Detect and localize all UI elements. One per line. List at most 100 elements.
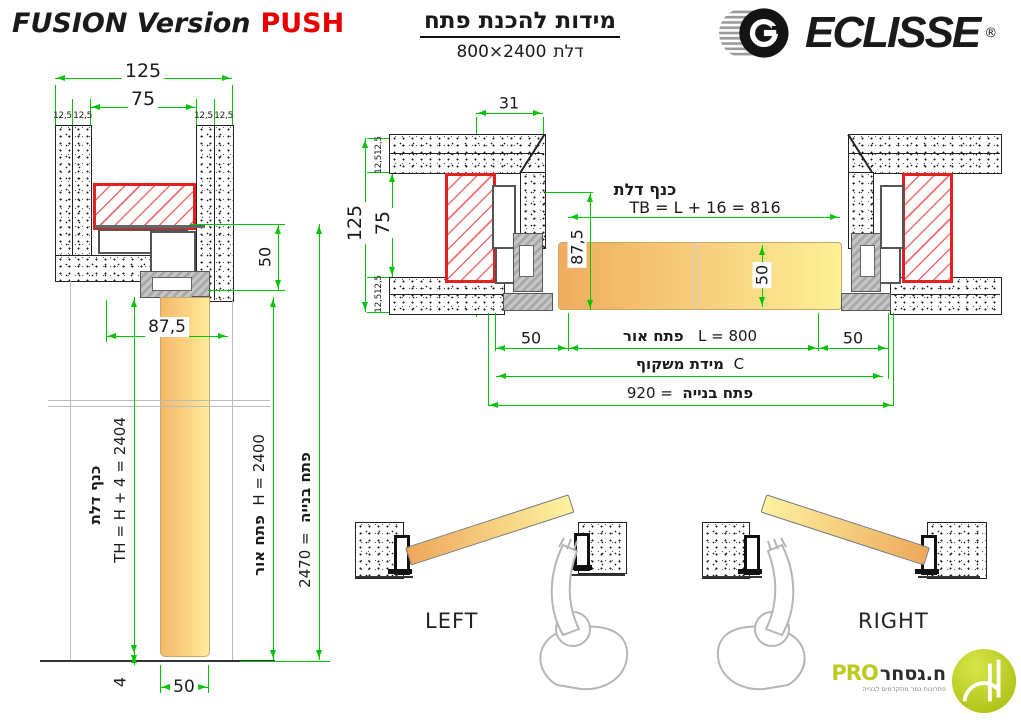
title-fusion: FUSION Version	[12, 8, 251, 39]
brand-wordmark: ECLISSE	[805, 8, 981, 57]
dim-label-clear-opening: פתח אור L = 800	[619, 327, 761, 345]
extension-line	[55, 85, 56, 125]
door-leaf-vertical	[160, 297, 210, 657]
construction-opening-value: = 920	[626, 384, 673, 402]
swing-diagram-left: LEFT	[350, 494, 630, 700]
wall-layer-label: 12,5	[374, 155, 384, 174]
pocket-jamb-box	[902, 173, 953, 283]
dim-label-inner-width: 75	[127, 88, 159, 110]
wall-layer-line	[389, 153, 544, 154]
extension-line	[545, 192, 593, 193]
person-arm	[550, 543, 581, 637]
dim-label-door-thickness: 50	[752, 261, 772, 289]
swing-label-right: RIGHT	[858, 609, 929, 633]
alu-profile	[492, 185, 516, 249]
wall-layer-labels-top: 12,512,5	[374, 136, 384, 174]
dim-label-leaf-width: TB = L + 16 = 816	[629, 198, 781, 217]
extension-line	[160, 665, 161, 693]
extension-line	[367, 277, 391, 278]
company-name-row: PRO ח.גסחר	[831, 661, 946, 685]
extension-line	[208, 665, 209, 693]
person-arm	[764, 543, 795, 637]
alu-profile	[150, 231, 196, 275]
construction-opening-label: פתח בנייה	[682, 384, 754, 402]
jamb-base-glyph	[915, 569, 939, 574]
dim-label-total-width: 125	[121, 60, 165, 82]
company-logo-icon	[951, 648, 1017, 714]
door-leaf-plan	[558, 242, 842, 310]
wall-layer-label: 12,5	[374, 275, 384, 294]
clear-opening-label: פתח אור	[250, 515, 268, 576]
wall-layer-line	[389, 294, 503, 295]
break-line	[693, 242, 694, 308]
dim-line-leaf-width	[568, 213, 840, 220]
dim-label-frame-depth: 87,5	[145, 317, 189, 337]
dim-label-jamb-left: 50	[517, 328, 545, 348]
wall-layer-labels-left: 12,5 12,5	[53, 111, 92, 121]
pocket-jamb-box	[445, 173, 496, 283]
page-title: FUSION Version PUSH	[12, 8, 344, 39]
dim-line-pocket-mouth	[476, 109, 543, 116]
construction-opening-label: פתח בנייה	[296, 452, 314, 523]
door-size-label: דלת	[553, 42, 584, 62]
eclisse-logo: ECLISSE ®	[712, 4, 997, 62]
wall-edge-line	[70, 280, 71, 660]
extension-line	[214, 99, 215, 125]
extension-line	[495, 313, 496, 351]
alu-sill-profile	[841, 293, 891, 311]
floor-line	[702, 576, 762, 578]
extension-line	[818, 313, 819, 351]
wall-layer-labels-bottom: 12,512,5	[374, 275, 384, 313]
company-tagline: פתרונות גמר מתקדמים לבנייה	[862, 685, 946, 693]
construction-opening-value: = 2470	[296, 532, 314, 588]
wall-layer-line	[72, 125, 73, 280]
wall-layer-label: 12,5	[374, 294, 384, 313]
wall-layer-line	[890, 294, 1000, 295]
dim-line-clear-opening	[568, 344, 818, 351]
alu-profile	[880, 185, 904, 249]
person-hand	[767, 537, 787, 551]
frame-size-value: C	[733, 355, 745, 373]
extension-line	[196, 99, 197, 125]
dim-line-frame-depth	[586, 192, 593, 310]
break-line	[48, 406, 270, 407]
dim-line-frame-size	[496, 372, 883, 379]
floor-line	[918, 576, 980, 578]
pro-company-logo: PRO ח.גסחר פתרונות גמר מתקדמים לבנייה	[831, 645, 1018, 720]
alu-profile-void	[860, 245, 875, 277]
alu-sill-profile	[503, 293, 553, 311]
title-push: PUSH	[260, 8, 345, 39]
break-line	[698, 242, 699, 308]
extension-line	[543, 117, 544, 135]
wall-layer-label: 12,5	[374, 136, 384, 155]
pro-wordmark: PRO	[831, 661, 878, 685]
wall-layer-line	[848, 153, 1000, 154]
wall-layer-label: 12,5	[73, 111, 92, 121]
jamb-base-glyph	[388, 569, 412, 574]
extension-line	[190, 224, 285, 225]
extension-line	[240, 661, 330, 662]
person-push-figure	[539, 537, 629, 691]
extension-line	[488, 313, 489, 406]
wall-stub	[927, 522, 987, 579]
dim-line-construction-opening	[315, 224, 322, 660]
extension-line	[367, 172, 391, 173]
wall-edge-line	[232, 300, 233, 660]
dim-line-jamb-left	[495, 344, 568, 351]
wall-segment	[55, 255, 165, 282]
dim-line-floor-gap	[130, 653, 137, 665]
dim-label-floor-gap: 4	[110, 676, 130, 688]
drawing-heading: מידות להכנת פתח 800×2400 דלת	[392, 8, 648, 62]
wall-segment	[389, 134, 546, 174]
dim-label-clear-opening: פתח אור H = 2400	[250, 434, 268, 576]
clear-opening-formula: L = 800	[697, 327, 758, 345]
track-plate	[95, 225, 205, 228]
pocket-header-box	[93, 183, 196, 230]
break-line	[48, 400, 270, 401]
company-name: ח.גסחר	[879, 663, 946, 685]
dim-label-construction-opening: פתח בנייה = 2470	[296, 452, 314, 588]
alu-profile	[851, 233, 881, 292]
person-hand	[558, 537, 578, 551]
wall-segment	[890, 277, 1002, 315]
extension-line	[90, 99, 91, 125]
